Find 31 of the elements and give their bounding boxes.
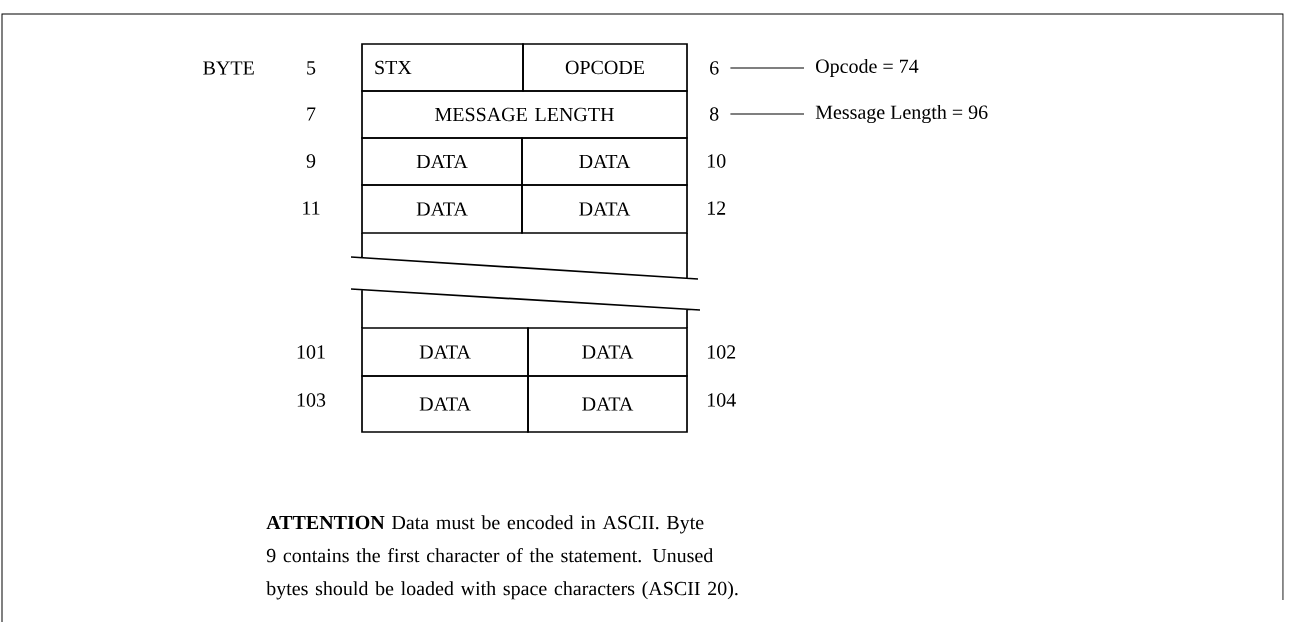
byte-number: 8 bbox=[710, 107, 719, 121]
table-cell: DATA bbox=[521, 184, 688, 234]
table-cell: DATA bbox=[527, 375, 688, 433]
annotation-text: Message Length = 96 bbox=[815, 104, 988, 124]
table-cell: MESSAGE LENGTH bbox=[361, 90, 688, 139]
byte-number: 6 bbox=[710, 61, 719, 75]
leader-line bbox=[729, 113, 805, 115]
byte-number: 5 bbox=[307, 61, 316, 75]
byte-number: 103 bbox=[297, 393, 326, 407]
table-cell: STX bbox=[361, 43, 524, 92]
byte-number: 104 bbox=[707, 393, 736, 407]
table-cell: DATA bbox=[361, 375, 529, 433]
byte-number: 9 bbox=[306, 154, 316, 168]
byte-label: BYTE bbox=[203, 61, 254, 75]
blank-row bbox=[350, 288, 701, 329]
table-cell: DATA bbox=[361, 184, 523, 234]
note-paragraph: ATTENTION Data must be encoded in ASCII. Byte 9 contains the first character of the statement. Unused bytes should be loaded with space characters (ASCII 20). bbox=[266, 515, 738, 600]
table-cell: DATA bbox=[361, 327, 529, 377]
byte-number: 11 bbox=[303, 201, 320, 215]
leader-line bbox=[729, 67, 805, 69]
table-cell: DATA bbox=[361, 137, 523, 186]
blank-row bbox=[350, 232, 699, 280]
byte-number: 10 bbox=[707, 154, 726, 168]
byte-number: 102 bbox=[707, 345, 736, 359]
table-cell: DATA bbox=[521, 137, 688, 186]
annotation-text: Opcode = 74 bbox=[816, 58, 919, 78]
byte-number: 12 bbox=[707, 201, 726, 215]
table-cell: OPCODE bbox=[522, 43, 688, 92]
table-cell: DATA bbox=[527, 327, 688, 377]
byte-number: 101 bbox=[297, 345, 325, 359]
byte-number: 7 bbox=[307, 107, 316, 121]
